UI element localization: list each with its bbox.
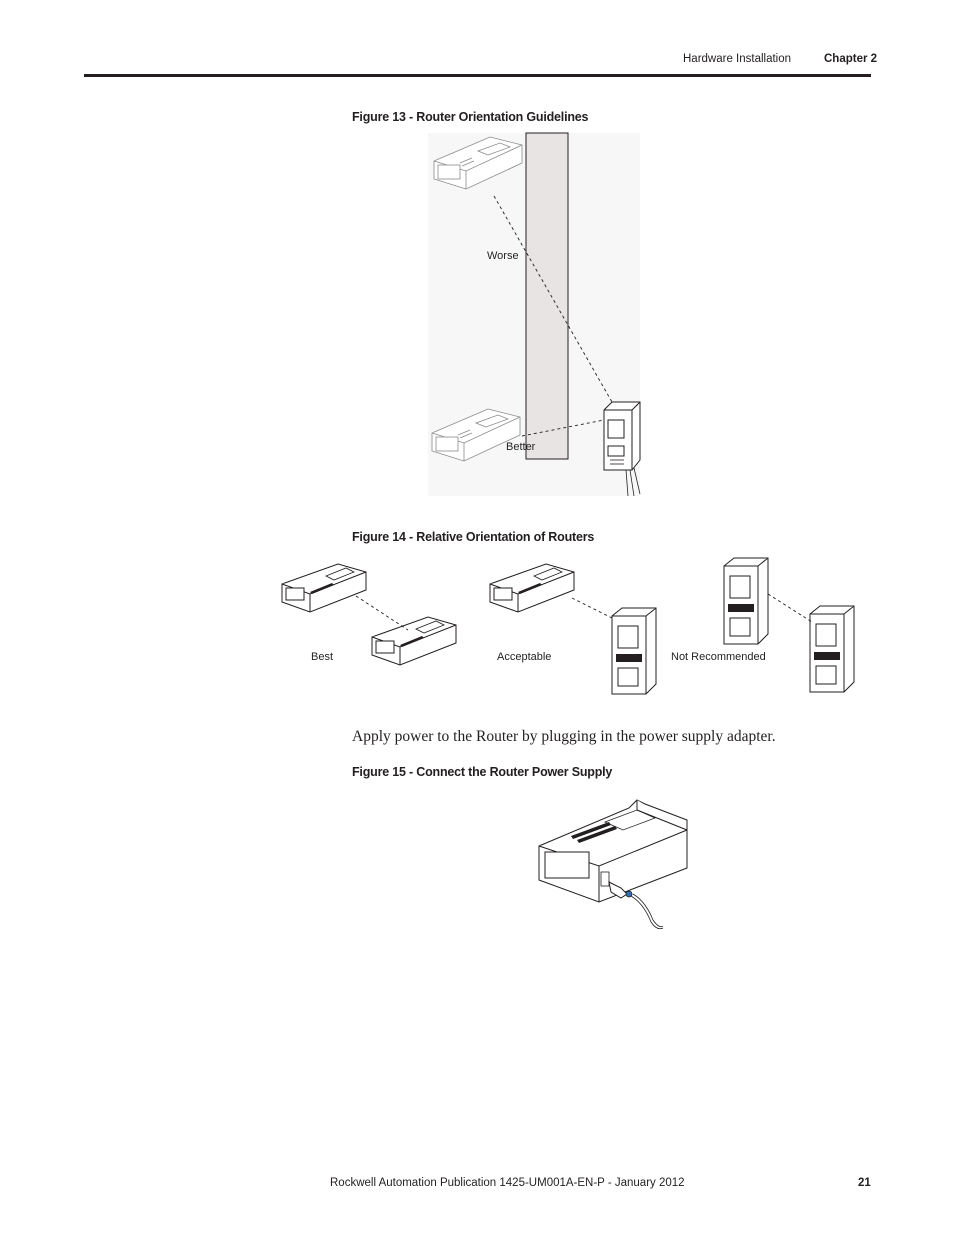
figure-13-title: Figure 13 - Router Orientation Guideline… — [352, 110, 589, 124]
wall-panel — [525, 132, 569, 460]
router-top-worse — [433, 136, 523, 190]
router-best-1 — [281, 563, 367, 613]
router-bottom-better — [431, 408, 521, 462]
router-not-recommended-2 — [809, 605, 855, 693]
figure-14-title: Figure 14 - Relative Orientation of Rout… — [352, 530, 595, 544]
router-acceptable-1 — [489, 563, 575, 613]
label-better: Better — [506, 441, 536, 453]
label-best: Best — [311, 651, 334, 663]
figure-15-title: Figure 15 - Connect the Router Power Sup… — [352, 765, 613, 779]
header-rule — [84, 74, 871, 77]
router-with-power — [538, 799, 688, 930]
label-worse: Worse — [487, 250, 519, 262]
router-best-2 — [371, 616, 457, 666]
label-acceptable: Acceptable — [497, 651, 552, 663]
mounted-device — [603, 401, 641, 497]
running-header-chapter: Chapter 2 — [824, 53, 878, 65]
footer-publication: Rockwell Automation Publication 1425-UM0… — [330, 1177, 685, 1189]
router-not-recommended-1 — [723, 557, 769, 645]
page-number: 21 — [858, 1177, 871, 1189]
router-acceptable-2 — [611, 607, 657, 695]
running-header-section: Hardware Installation — [683, 53, 792, 65]
label-not-recommended: Not Recommended — [671, 651, 766, 663]
body-paragraph: Apply power to the Router by plugging in… — [352, 728, 776, 745]
